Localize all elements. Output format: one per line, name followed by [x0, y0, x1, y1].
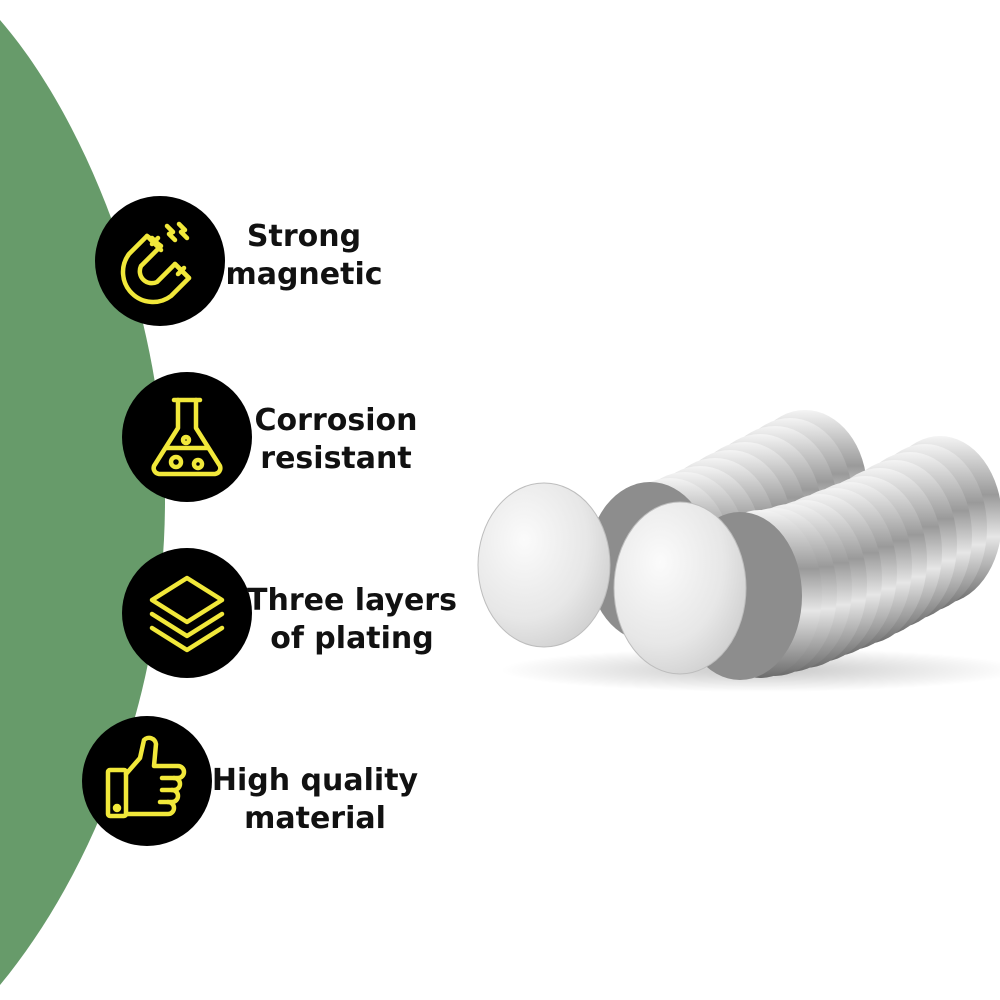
magnet-stack-front: [613, 436, 1000, 680]
feature-label-line2: resistant: [260, 441, 412, 476]
feature-label-line2: material: [244, 801, 386, 836]
layers-icon: [149, 575, 225, 653]
feature-label-line1: Three layers: [247, 583, 457, 618]
feature-label-line1: High quality: [211, 763, 419, 798]
layers-feature-badge: [122, 548, 252, 678]
thumbs-up-icon: [105, 735, 187, 819]
feature-label-high-quality: High quality material: [205, 762, 425, 838]
disc-magnets-product-image: [477, 410, 1000, 692]
feature-label-three-layers: Three layers of plating: [242, 582, 462, 658]
flask-feature-badge: [122, 372, 252, 502]
feature-label-line1: Strong: [246, 219, 362, 254]
feature-label-line2: magnetic: [225, 257, 383, 292]
horseshoe-magnet-icon: [120, 221, 192, 305]
thumbs-up-feature-badge: [82, 716, 212, 846]
feature-label-line1: Corrosion: [254, 403, 418, 438]
magnet-feature-badge: [95, 196, 225, 326]
flask-icon: [151, 397, 223, 477]
feature-label-strong-magnetic: Strong magnetic: [194, 218, 414, 294]
feature-label-corrosion-resistant: Corrosion resistant: [226, 402, 446, 478]
feature-label-line2: of plating: [270, 621, 434, 656]
